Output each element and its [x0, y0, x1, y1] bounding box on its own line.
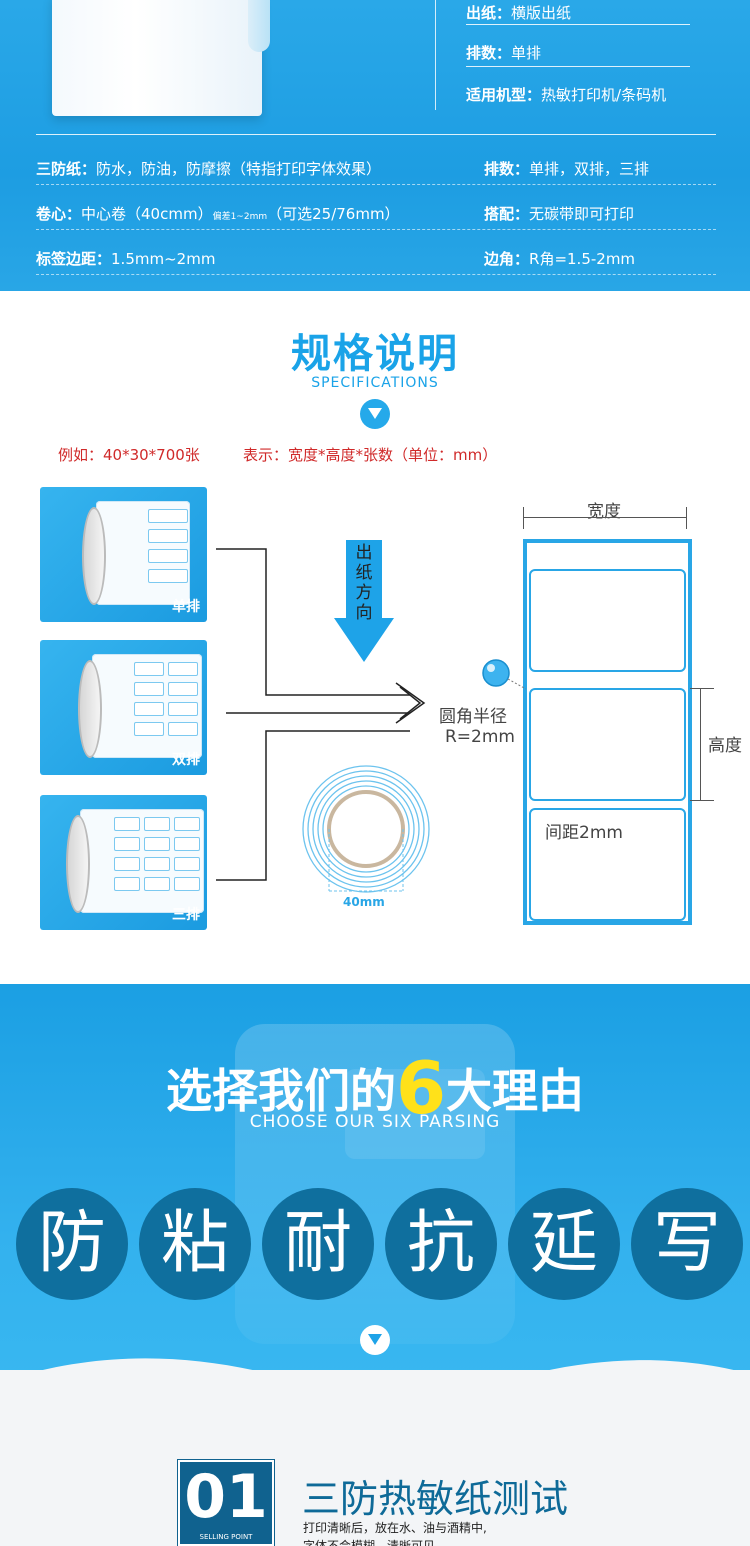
- unit-note: 表示：宽度*高度*张数（单位：mm）: [243, 446, 498, 464]
- chevron-down-icon: [360, 1325, 390, 1355]
- spec-banner: 出纸：横版出纸 排数：单排 适用机型：热敏打印机/条码机 三防纸：防水，防油，防…: [0, 0, 750, 291]
- gap-label: 间距2mm: [545, 823, 623, 843]
- selling-point-number: 01: [184, 1462, 268, 1532]
- selling-point-title: 三防热敏纸测试: [302, 1477, 569, 1521]
- spec-row-count: 排数：单排，双排，三排: [484, 160, 650, 178]
- single-row-roll: 单排: [40, 487, 207, 622]
- roll-label-triple: 三排: [172, 907, 200, 923]
- chevron-down-icon: [360, 399, 390, 429]
- corner-radius-value: R=2mm: [445, 727, 515, 747]
- selling-point-label: SELLING POINT: [199, 1533, 253, 1541]
- width-label: 宽度: [587, 502, 621, 522]
- reason-3: 耐: [262, 1188, 374, 1300]
- example-note: 例如：40*30*700张: [58, 446, 200, 464]
- roll-label-single: 单排: [172, 599, 200, 615]
- corner-radius-label: 圆角半径: [439, 707, 507, 727]
- roll-core-diagram: [302, 765, 430, 893]
- spec-three-proof: 三防纸：防水，防油，防摩擦（特指打印字体效果）: [36, 160, 382, 178]
- six-reasons-section: 选择我们的6大理由 CHOOSE OUR SIX PARSING 防 粘 耐 抗…: [0, 984, 750, 1546]
- reason-5: 延: [508, 1188, 620, 1300]
- divider: [435, 0, 436, 110]
- connector-lines: [216, 548, 426, 881]
- reason-4: 抗: [385, 1188, 497, 1300]
- corner-radius-icon: [482, 659, 527, 690]
- spec-paper-out: 出纸：横版出纸: [466, 4, 572, 22]
- triple-row-roll: 三排: [40, 795, 207, 930]
- six-reasons-subtitle: CHOOSE OUR SIX PARSING: [249, 1112, 501, 1132]
- reason-1: 防: [16, 1188, 128, 1300]
- label-3: [529, 808, 686, 921]
- spec-match: 搭配：无碳带即可打印: [484, 205, 635, 223]
- spec-core: 卷心：中心卷（40cmm）偏差1~2mm（可选25/76mm）: [36, 205, 400, 223]
- spec-corner: 边角：R角=1.5-2mm: [484, 250, 636, 268]
- spec-margin: 标签边距：1.5mm~2mm: [36, 250, 216, 268]
- core-size-label: 40mm: [343, 895, 385, 909]
- six-reasons-title: 选择我们的6大理由: [165, 1046, 585, 1130]
- label-roll-image: [52, 0, 270, 116]
- reason-6: 写: [631, 1188, 743, 1300]
- spec-subtitle: SPECIFICATIONS: [311, 375, 439, 391]
- paper-direction-text: 出纸方向: [355, 543, 373, 623]
- label-2: [529, 688, 686, 801]
- height-label: 高度: [708, 736, 742, 756]
- double-row-roll: 双排: [40, 640, 207, 775]
- spec-rows: 排数：单排: [466, 44, 542, 62]
- paper-direction-arrow: [334, 540, 394, 664]
- spec-printer: 适用机型：热敏打印机/条码机: [466, 86, 667, 104]
- specifications-section: 规格说明 SPECIFICATIONS 例如：40*30*700张 表示：宽度*…: [0, 291, 750, 984]
- roll-label-double: 双排: [172, 752, 200, 768]
- selling-point-body: 打印清晰后，放在水、油与酒精中, 字体不会模糊，清晰可见: [303, 1521, 487, 1546]
- label-1: [529, 569, 686, 672]
- spec-title: 规格说明: [291, 331, 459, 377]
- reason-2: 粘: [139, 1188, 251, 1300]
- selling-point-badge: [177, 1459, 275, 1546]
